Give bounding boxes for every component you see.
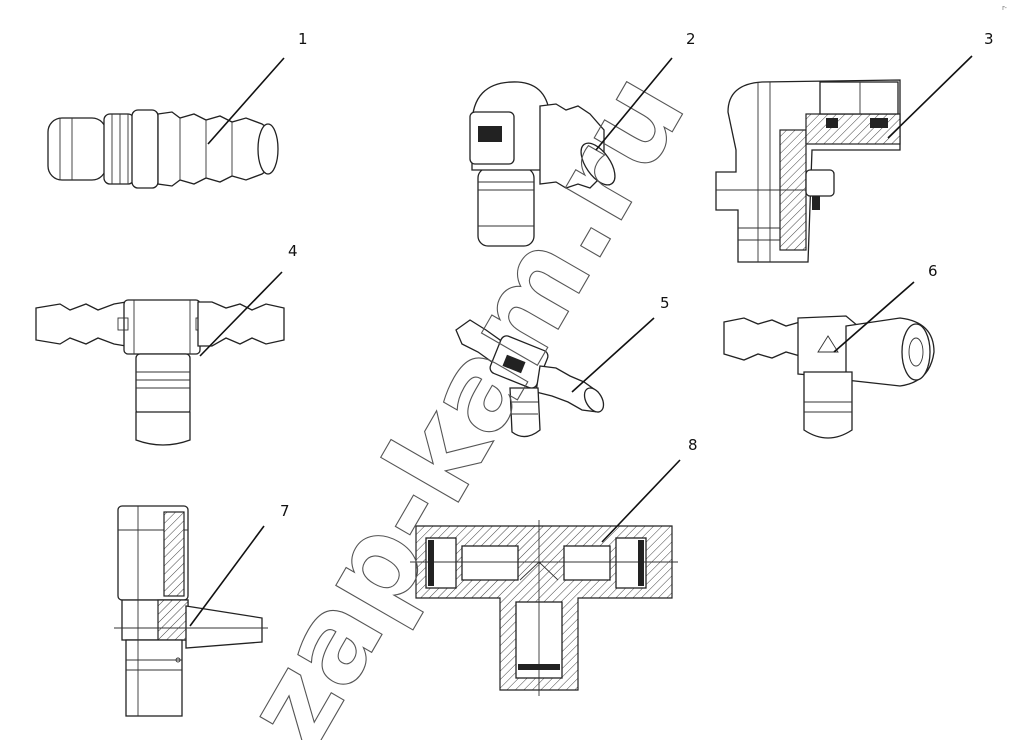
leader-lines	[189, 55, 973, 627]
leader-line-4	[199, 271, 283, 357]
fitting-7-tee-section	[114, 505, 268, 717]
fitting-1-straight-connector	[47, 109, 279, 189]
leader-line-3	[887, 55, 973, 139]
leader-line-5	[571, 317, 655, 393]
callout-5: 5	[660, 294, 670, 312]
fitting-8-tee-section	[410, 520, 678, 696]
fitting-5-tee-perspective	[455, 319, 605, 438]
callout-6: 6	[928, 262, 938, 280]
fitting-3-elbow-section	[715, 79, 901, 263]
fitting-2-elbow-barb	[469, 81, 616, 247]
callout-4: 4	[288, 242, 298, 260]
callout-2: 2	[686, 30, 696, 48]
callout-1: 1	[298, 30, 308, 48]
leader-line-1	[207, 57, 285, 145]
callout-3: 3	[984, 30, 994, 48]
leader-line-6	[833, 281, 915, 353]
leader-line-8	[601, 459, 681, 543]
callout-labels: 1 2 3 4 5 6 7 8	[280, 30, 994, 520]
leader-line-7	[189, 525, 265, 627]
leader-line-2	[595, 57, 673, 151]
fitting-6-tee-nut	[723, 315, 935, 439]
fitting-4-tee-barbs	[35, 299, 285, 446]
corner-mark: r-	[1002, 4, 1007, 12]
callout-7: 7	[280, 502, 290, 520]
watermark-text: zap-kam.ru	[217, 50, 711, 740]
callout-8: 8	[688, 436, 698, 454]
